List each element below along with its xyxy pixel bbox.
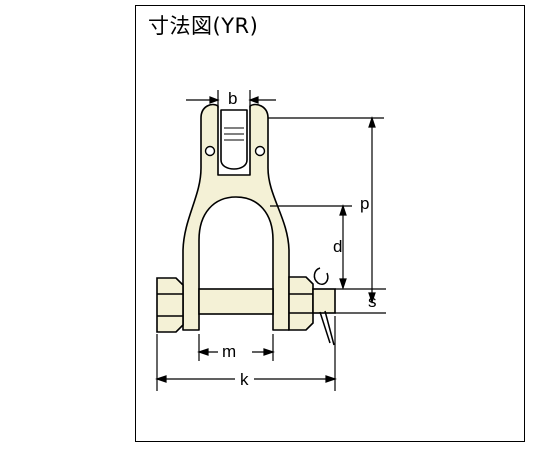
throat-pin-lines [224, 127, 244, 141]
dimension-label-b: b [228, 89, 237, 108]
eye-hole-right [254, 145, 266, 157]
dimension-b [186, 90, 276, 108]
dimension-m [197, 334, 275, 361]
bolt-head [156, 277, 184, 333]
dimension-s [335, 288, 386, 314]
bolt-shank [198, 288, 274, 315]
dimension-label-s: s [368, 292, 377, 311]
dimension-k [155, 316, 337, 391]
diagram-frame [135, 5, 525, 442]
dimension-d [270, 204, 352, 290]
eye-hole-left [204, 145, 216, 157]
dimension-label-d: d [333, 237, 342, 256]
cotter-pin [313, 267, 335, 346]
diagram-title: 寸法図(YR) [148, 14, 259, 38]
dimension-label-p: p [360, 194, 369, 213]
dimension-label-k: k [240, 370, 249, 389]
bolt-nut [288, 276, 314, 331]
dimension-label-m: m [222, 342, 236, 361]
shackle-outline [182, 103, 290, 331]
bolt-end [312, 288, 336, 314]
dimension-p [268, 116, 384, 304]
